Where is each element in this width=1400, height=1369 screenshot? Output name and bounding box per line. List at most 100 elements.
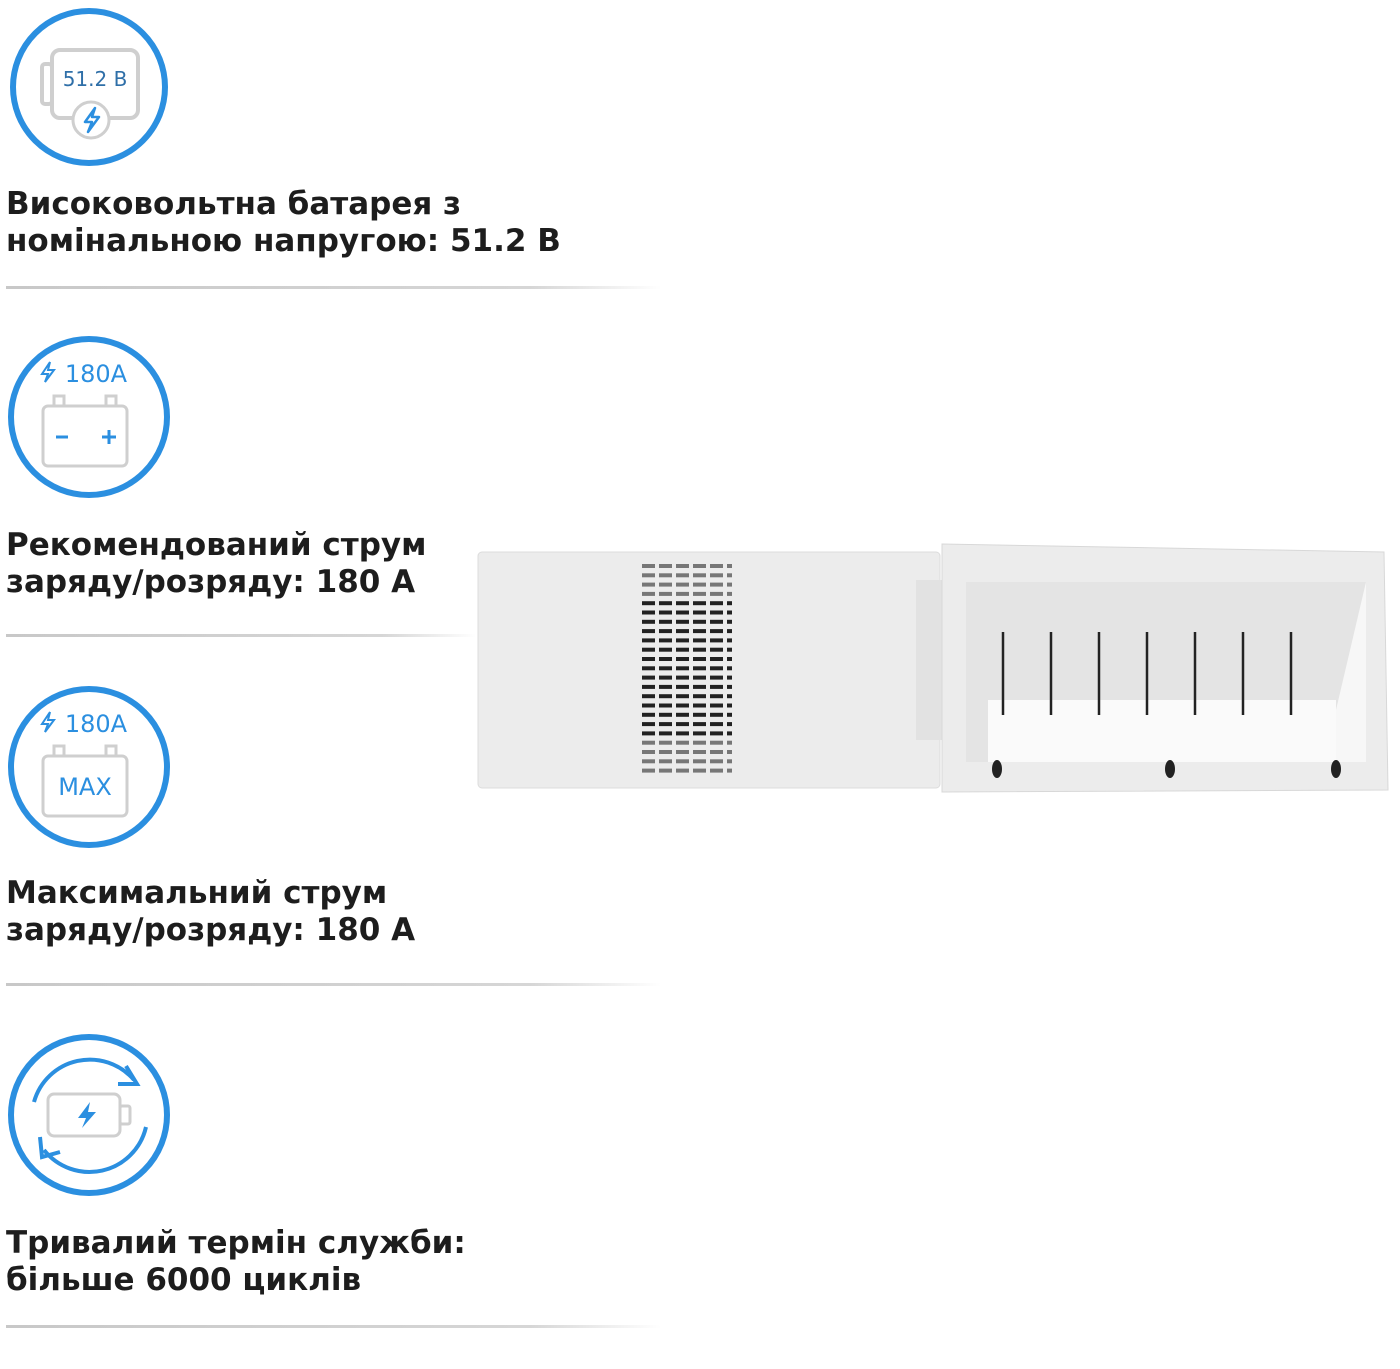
vent-hole bbox=[642, 564, 655, 568]
vent-hole bbox=[642, 694, 655, 699]
vent-hole bbox=[727, 629, 732, 634]
cell-slots bbox=[1001, 632, 1293, 715]
vent-hole bbox=[642, 591, 655, 596]
vent-hole bbox=[659, 750, 672, 754]
vent-hole bbox=[727, 694, 732, 699]
vent-hole bbox=[676, 740, 689, 745]
vent-hole bbox=[727, 768, 732, 773]
vent-hole bbox=[693, 675, 706, 680]
vent-hole bbox=[710, 666, 723, 671]
vent-hole bbox=[642, 759, 655, 764]
vent-hole bbox=[659, 591, 672, 596]
vent-hole bbox=[642, 657, 655, 661]
divider bbox=[6, 634, 476, 637]
vent-hole bbox=[676, 601, 689, 606]
vent-hole bbox=[727, 573, 732, 578]
vent-hole bbox=[693, 731, 706, 736]
vent-hole bbox=[659, 666, 672, 671]
vent-hole bbox=[676, 750, 689, 754]
vent-hole bbox=[693, 601, 706, 606]
svg-text:MAX: MAX bbox=[58, 773, 112, 801]
vent-hole bbox=[676, 731, 689, 736]
vent-hole bbox=[676, 619, 689, 624]
vent-hole bbox=[693, 684, 706, 689]
vent-hole bbox=[710, 694, 723, 699]
vent-hole bbox=[676, 675, 689, 680]
vent-hole bbox=[727, 712, 732, 717]
vent-hole bbox=[642, 647, 655, 652]
vent-hole bbox=[659, 573, 672, 578]
feature-recommended-current-text: Рекомендований струм заряду/розряду: 180… bbox=[6, 527, 427, 600]
vent-hole bbox=[642, 750, 655, 754]
vent-hole bbox=[642, 629, 655, 634]
vent-hole bbox=[659, 712, 672, 717]
vent-hole bbox=[710, 684, 723, 689]
vent-hole bbox=[676, 573, 689, 578]
vent-hole bbox=[676, 591, 689, 596]
vent-hole bbox=[693, 573, 706, 578]
vent-hole bbox=[693, 629, 706, 634]
vent-hole bbox=[727, 740, 732, 745]
vent-hole bbox=[727, 722, 732, 727]
vent-hole bbox=[676, 712, 689, 717]
vent-hole bbox=[642, 768, 655, 773]
vent-hole bbox=[693, 666, 706, 671]
vent-hole bbox=[676, 768, 689, 773]
vent-hole bbox=[693, 610, 706, 615]
vent-hole bbox=[676, 703, 689, 708]
vent-hole bbox=[659, 629, 672, 634]
vent-hole bbox=[710, 722, 723, 727]
battery-cycle-icon bbox=[8, 1034, 170, 1196]
vent-hole bbox=[710, 675, 723, 680]
vent-hole bbox=[642, 722, 655, 727]
vent-hole bbox=[676, 638, 689, 643]
vent-hole bbox=[659, 684, 672, 689]
svg-text:51.2 B: 51.2 B bbox=[63, 67, 128, 91]
vent-hole bbox=[659, 675, 672, 680]
vent-hole bbox=[659, 759, 672, 764]
vent-hole bbox=[642, 573, 655, 578]
vent-hole bbox=[693, 657, 706, 661]
vent-hole bbox=[710, 750, 723, 754]
vent-hole bbox=[727, 750, 732, 754]
vent-hole bbox=[727, 675, 732, 680]
vent-hole bbox=[642, 638, 655, 643]
vent-hole bbox=[727, 564, 732, 568]
vent-hole bbox=[676, 684, 689, 689]
vent-hole bbox=[727, 610, 732, 615]
vent-hole bbox=[693, 768, 706, 773]
vent-hole bbox=[727, 731, 732, 736]
vent-hole bbox=[693, 694, 706, 699]
vent-hole bbox=[676, 666, 689, 671]
vent-hole bbox=[659, 722, 672, 727]
battery-voltage-icon: 51.2 B bbox=[10, 8, 168, 166]
vent-hole bbox=[710, 731, 723, 736]
vent-hole bbox=[659, 657, 672, 661]
vent-hole bbox=[693, 638, 706, 643]
vent-hole bbox=[693, 619, 706, 624]
vent-hole bbox=[642, 666, 655, 671]
vent-hole bbox=[727, 684, 732, 689]
vent-hole bbox=[693, 712, 706, 717]
vent-hole bbox=[676, 629, 689, 634]
vent-hole bbox=[693, 750, 706, 754]
vent-hole bbox=[659, 582, 672, 587]
vent-hole bbox=[710, 629, 723, 634]
feature-voltage-text: Високовольтна батарея з номінальною напр… bbox=[6, 186, 561, 259]
vent-hole bbox=[710, 573, 723, 578]
vent-hole bbox=[710, 657, 723, 661]
vent-hole bbox=[710, 647, 723, 652]
vent-hole bbox=[659, 768, 672, 773]
vent-hole bbox=[693, 703, 706, 708]
svg-text:180A: 180A bbox=[65, 360, 128, 388]
vent-hole bbox=[693, 647, 706, 652]
vent-hole bbox=[693, 759, 706, 764]
divider bbox=[6, 983, 661, 986]
vent-hole bbox=[710, 703, 723, 708]
vent-hole bbox=[676, 722, 689, 727]
vent-hole bbox=[642, 731, 655, 736]
vent-hole bbox=[710, 638, 723, 643]
vent-hole bbox=[676, 759, 689, 764]
vent-hole bbox=[710, 591, 723, 596]
vent-hole bbox=[642, 582, 655, 587]
